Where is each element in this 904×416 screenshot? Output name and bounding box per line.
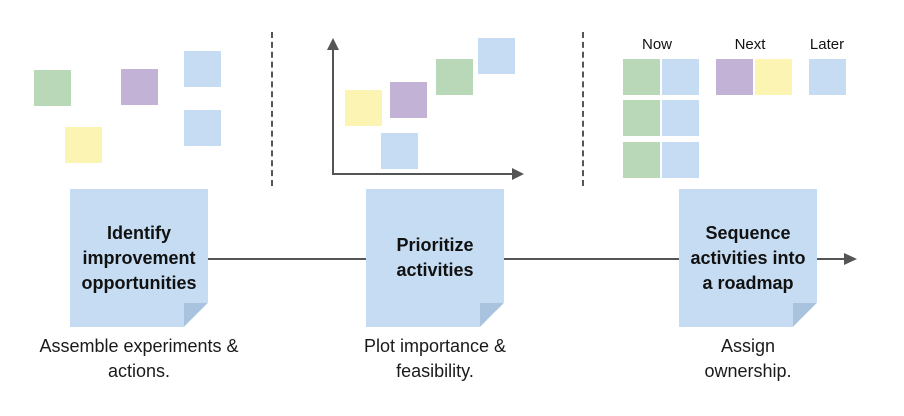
sticky-note-yellow (755, 59, 792, 95)
folded-corner (184, 303, 208, 327)
sticky-note-blue (381, 133, 418, 169)
sticky-note-blue (809, 59, 846, 95)
step-note-prioritize: Prioritize activities (366, 189, 504, 327)
column-header-later: Later (809, 36, 845, 53)
step-title: Sequence activities into a roadmap (690, 222, 806, 293)
sticky-note-green (34, 70, 71, 106)
step-note-sequence: Sequence activities into a roadmap (679, 189, 817, 327)
step-title: Identify improvement opportunities (81, 222, 197, 293)
sticky-note-blue (662, 100, 699, 136)
step-caption: Assign ownership. (704, 336, 792, 381)
step-title: Prioritize activities (396, 235, 474, 280)
section-divider (582, 32, 584, 186)
step-note-identify: Identify improvement opportunities (70, 189, 208, 327)
sticky-note-green (623, 142, 660, 178)
section-divider (271, 32, 273, 186)
sticky-note-blue (662, 142, 699, 178)
sticky-note-blue (184, 51, 221, 87)
folded-corner (793, 303, 817, 327)
y-axis-arrowhead (327, 38, 339, 50)
sticky-note-purple (716, 59, 753, 95)
sticky-note-blue (662, 59, 699, 95)
sticky-note-purple (390, 82, 427, 118)
step-caption: Assemble experiments & actions. (39, 336, 239, 381)
sticky-note-blue (478, 38, 515, 74)
sticky-note-green (623, 59, 660, 95)
column-header-now: Now (641, 36, 672, 53)
column-header-next: Next (734, 36, 766, 53)
folded-corner (480, 303, 504, 327)
x-axis-arrowhead (512, 168, 524, 180)
sticky-note-green (623, 100, 660, 136)
sticky-note-purple (121, 69, 158, 105)
sticky-note-blue (184, 110, 221, 146)
step-caption: Plot importance & feasibility. (363, 336, 507, 381)
priority-plot (327, 38, 524, 180)
sticky-note-green (436, 59, 473, 95)
process-arrowhead (844, 253, 857, 265)
sticky-note-yellow (345, 90, 382, 126)
sticky-note-yellow (65, 127, 102, 163)
